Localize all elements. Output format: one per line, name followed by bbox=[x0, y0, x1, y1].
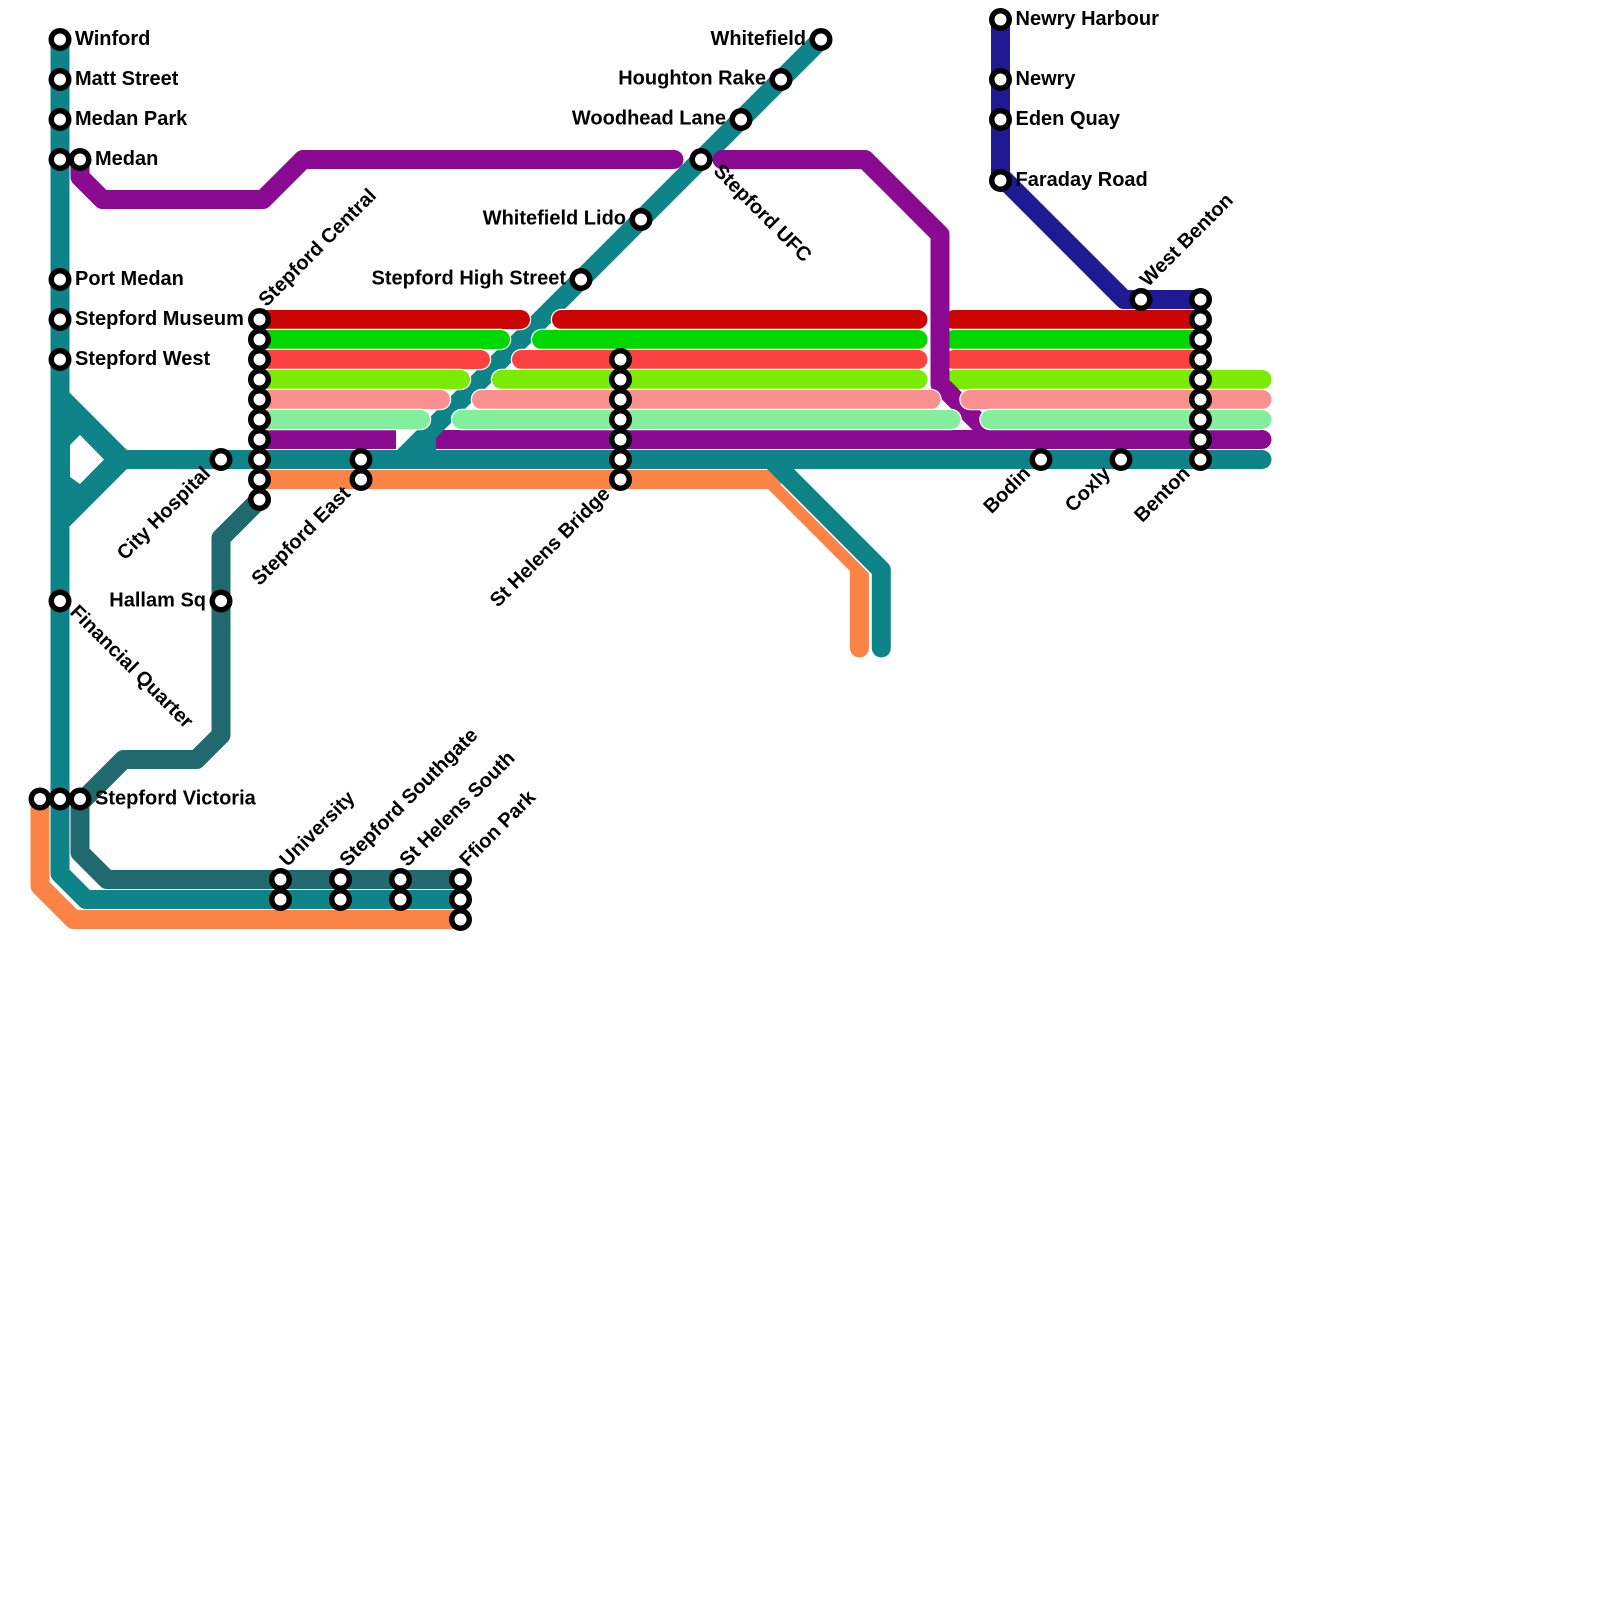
svg-text:Stepford West: Stepford West bbox=[75, 348, 211, 370]
svg-text:Port Medan: Port Medan bbox=[75, 268, 184, 290]
svg-text:Winford: Winford bbox=[75, 28, 150, 50]
svg-text:Faraday Road: Faraday Road bbox=[1016, 169, 1148, 191]
svg-text:Houghton Rake: Houghton Rake bbox=[618, 68, 766, 90]
svg-text:Whitefield Lido: Whitefield Lido bbox=[483, 208, 626, 230]
svg-text:Medan Park: Medan Park bbox=[75, 108, 188, 130]
svg-text:Eden Quay: Eden Quay bbox=[1016, 108, 1121, 130]
svg-text:Newry: Newry bbox=[1016, 68, 1077, 90]
svg-text:Stepford Victoria: Stepford Victoria bbox=[95, 788, 257, 810]
svg-text:Hallam Sq: Hallam Sq bbox=[109, 590, 206, 612]
svg-text:Stepford High Street: Stepford High Street bbox=[372, 268, 567, 290]
svg-text:Stepford Museum: Stepford Museum bbox=[75, 308, 244, 330]
svg-text:Whitefield: Whitefield bbox=[710, 28, 806, 50]
svg-text:Medan: Medan bbox=[95, 148, 158, 170]
svg-text:Matt Street: Matt Street bbox=[75, 68, 179, 90]
svg-text:Newry Harbour: Newry Harbour bbox=[1016, 8, 1160, 30]
svg-text:Woodhead Lane: Woodhead Lane bbox=[572, 108, 726, 130]
